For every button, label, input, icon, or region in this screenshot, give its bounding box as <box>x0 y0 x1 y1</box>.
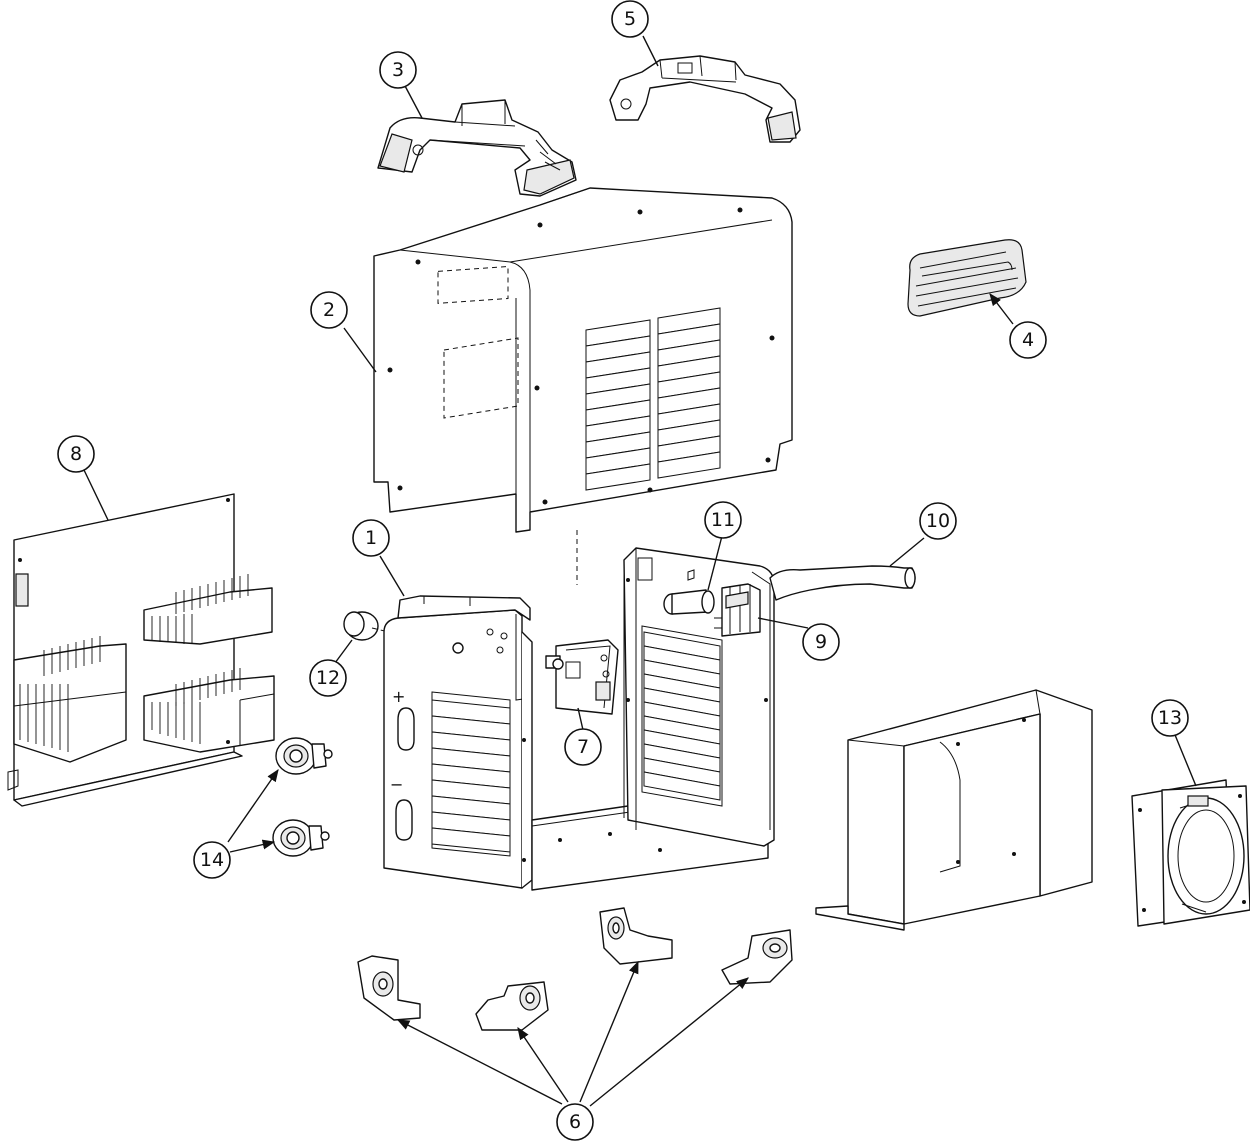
svg-text:13: 13 <box>1158 707 1182 729</box>
svg-text:1: 1 <box>365 527 377 549</box>
gas-fitting <box>663 569 715 615</box>
chassis-front-louvers <box>431 699 511 853</box>
chassis: + − <box>383 547 775 891</box>
svg-text:8: 8 <box>70 443 82 465</box>
switch-module <box>545 639 619 715</box>
callout-10: 10 <box>919 502 957 540</box>
svg-text:5: 5 <box>624 8 636 30</box>
callout-5: 5 <box>611 0 649 38</box>
svg-text:11: 11 <box>711 509 735 531</box>
svg-text:2: 2 <box>323 299 335 321</box>
heatsink-left <box>13 636 127 763</box>
callout-13: 13 <box>1151 699 1189 737</box>
svg-text:7: 7 <box>577 736 589 758</box>
main-pcb <box>7 493 275 807</box>
callout-12: 12 <box>309 659 347 697</box>
callout-14: 14 <box>193 841 231 879</box>
svg-text:10: 10 <box>926 510 950 532</box>
callout-3: 3 <box>379 51 417 89</box>
handle-front <box>377 99 577 197</box>
cover <box>373 187 793 533</box>
svg-text:12: 12 <box>316 667 340 689</box>
callout-11: 11 <box>704 501 742 539</box>
output-socket-lower <box>272 819 330 857</box>
callout-8: 8 <box>57 435 95 473</box>
terminal-block <box>714 583 761 637</box>
chassis-rear-louvers <box>643 631 721 801</box>
callout-7: 7 <box>564 728 602 766</box>
heatsink-upper <box>143 574 273 645</box>
handle-rear <box>609 55 801 143</box>
cover-vent-louvers-right <box>657 307 721 479</box>
heatsink-right <box>143 668 275 753</box>
callout-4: 4 <box>1009 321 1047 359</box>
foot-4 <box>721 929 793 985</box>
shoulder-strap <box>907 239 1027 317</box>
callout-2: 2 <box>310 291 348 329</box>
svg-text:3: 3 <box>392 59 404 81</box>
foot-3 <box>599 907 673 965</box>
callout-1: 1 <box>352 519 390 557</box>
callout-6: 6 <box>556 1103 594 1141</box>
output-socket-upper <box>275 737 333 775</box>
power-cable <box>769 565 916 601</box>
svg-text:4: 4 <box>1022 329 1034 351</box>
leader-lines <box>83 35 1197 1107</box>
foot-1 <box>357 955 421 1021</box>
plus-symbol: + <box>392 687 405 706</box>
callout-9: 9 <box>802 623 840 661</box>
cooling-fan <box>1131 779 1250 927</box>
fan-duct <box>815 689 1093 931</box>
knob <box>343 611 379 641</box>
minus-symbol: − <box>390 775 403 794</box>
foot-2 <box>475 981 549 1031</box>
svg-text:9: 9 <box>815 631 827 653</box>
svg-text:14: 14 <box>200 849 224 871</box>
cover-vent-louvers-left <box>585 319 651 491</box>
svg-text:6: 6 <box>569 1111 581 1133</box>
